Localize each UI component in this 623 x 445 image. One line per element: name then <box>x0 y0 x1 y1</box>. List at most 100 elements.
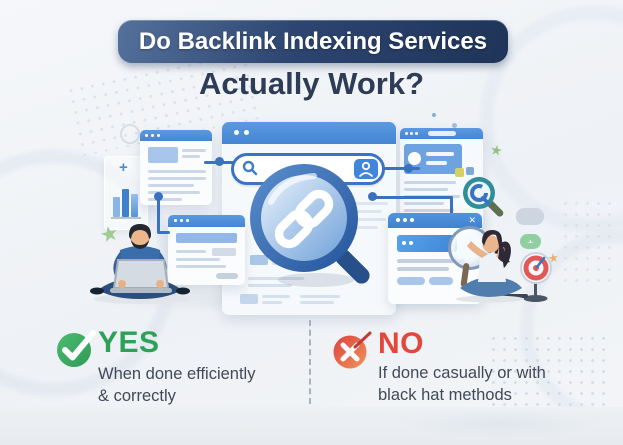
text-line <box>248 277 304 280</box>
bottom-band-tint <box>400 408 600 438</box>
no-label: NO <box>378 327 424 360</box>
link-magnifier-icon <box>250 164 370 287</box>
connector-dot <box>368 192 377 201</box>
connector-line <box>157 231 170 234</box>
window-dot <box>174 219 177 222</box>
avatar <box>408 152 421 165</box>
window-title-bar <box>168 215 245 227</box>
text-line <box>404 209 454 212</box>
man-with-laptop-illustration <box>90 224 190 304</box>
window-title-bar <box>388 213 482 228</box>
tag-square-blue <box>466 167 474 175</box>
connector-line <box>372 196 452 199</box>
window-dot <box>410 218 414 222</box>
yes-description: When done efficiently & correctly <box>98 363 255 407</box>
decor-dot <box>452 123 457 128</box>
address-bar <box>428 131 456 136</box>
decor-dot <box>432 113 436 117</box>
user-button <box>354 159 378 179</box>
check-icon <box>57 330 96 367</box>
banner-placeholder <box>176 233 237 243</box>
text-line <box>404 181 456 184</box>
decor-circle <box>120 124 140 144</box>
text-line <box>397 259 465 263</box>
text-line <box>148 198 182 201</box>
decor-dot-grid <box>560 198 612 290</box>
text-line <box>148 170 206 173</box>
window-dot <box>234 130 239 135</box>
bar-chart-icon <box>122 189 129 217</box>
woman-with-magnifier-illustration <box>456 230 528 303</box>
title-badge-text: Do Backlink Indexing Services <box>138 27 488 55</box>
text-line <box>148 191 200 194</box>
button-placeholder <box>216 273 238 279</box>
text-line <box>350 202 388 205</box>
text-line <box>176 258 220 261</box>
text-line <box>176 265 226 268</box>
connector-line <box>450 196 453 216</box>
window-dot <box>415 132 418 135</box>
page-title: Actually Work? <box>198 66 425 101</box>
close-icon: ✕ <box>468 215 476 225</box>
no-description-line: black hat methods <box>378 386 512 404</box>
window-dot <box>151 134 154 137</box>
woman-head <box>482 235 500 253</box>
window-dot <box>157 134 160 137</box>
window-dot <box>180 219 183 222</box>
verdict-divider <box>309 320 311 404</box>
button-placeholder <box>397 277 425 285</box>
plus-icon: + <box>119 159 128 176</box>
text-line <box>262 295 290 298</box>
bottom-band <box>0 407 623 445</box>
button-placeholder <box>429 277 453 285</box>
bar-chart-icon <box>113 197 120 217</box>
bar-chart-baseline <box>111 217 141 219</box>
text-line <box>300 301 334 304</box>
text-line <box>248 284 292 287</box>
search-icon <box>242 160 258 176</box>
chain-link-icon <box>274 189 334 249</box>
browser-window-doc <box>168 215 245 285</box>
no-description: If done casually or with black hat metho… <box>378 362 546 406</box>
window-dot <box>145 134 148 137</box>
connector-line <box>384 167 420 170</box>
woman-torso <box>478 253 506 282</box>
q-magnifier-icon <box>463 177 504 217</box>
window-dot <box>186 219 189 222</box>
text-line <box>426 152 454 156</box>
yes-description-line: When done efficiently <box>98 365 256 383</box>
text-line <box>404 188 448 191</box>
title-badge: Do Backlink Indexing Services <box>118 20 508 63</box>
window-dot <box>396 218 400 222</box>
window-dot <box>244 130 249 135</box>
image-placeholder <box>240 294 258 304</box>
text-line <box>182 155 200 158</box>
button-placeholder <box>212 248 236 256</box>
text-line <box>262 301 282 304</box>
image-placeholder <box>250 255 268 265</box>
text-line <box>300 295 340 298</box>
text-line <box>148 184 194 187</box>
window-title-bar <box>222 122 396 144</box>
text-line <box>350 210 382 213</box>
laptop-base <box>110 288 172 293</box>
yes-description-line: & correctly <box>98 387 176 405</box>
window-dot <box>405 132 408 135</box>
connector-dot <box>154 192 163 201</box>
text-line <box>404 202 444 205</box>
magnifier-handle <box>335 249 370 284</box>
image-placeholder <box>148 147 178 163</box>
banner-placeholder <box>397 235 457 252</box>
star-icon: ★ <box>488 142 504 160</box>
window-title-bar <box>140 130 212 141</box>
text-line <box>176 250 206 253</box>
cross-icon <box>333 331 372 369</box>
yes-label: YES <box>98 326 160 359</box>
chat-bubble-plus-icon: + <box>520 234 541 250</box>
woman-legs <box>460 276 522 297</box>
text-line <box>397 267 449 271</box>
banner-dot <box>402 241 406 245</box>
text-line <box>350 218 386 221</box>
chat-bubble-icon <box>516 208 544 225</box>
browser-window-article <box>140 130 212 205</box>
